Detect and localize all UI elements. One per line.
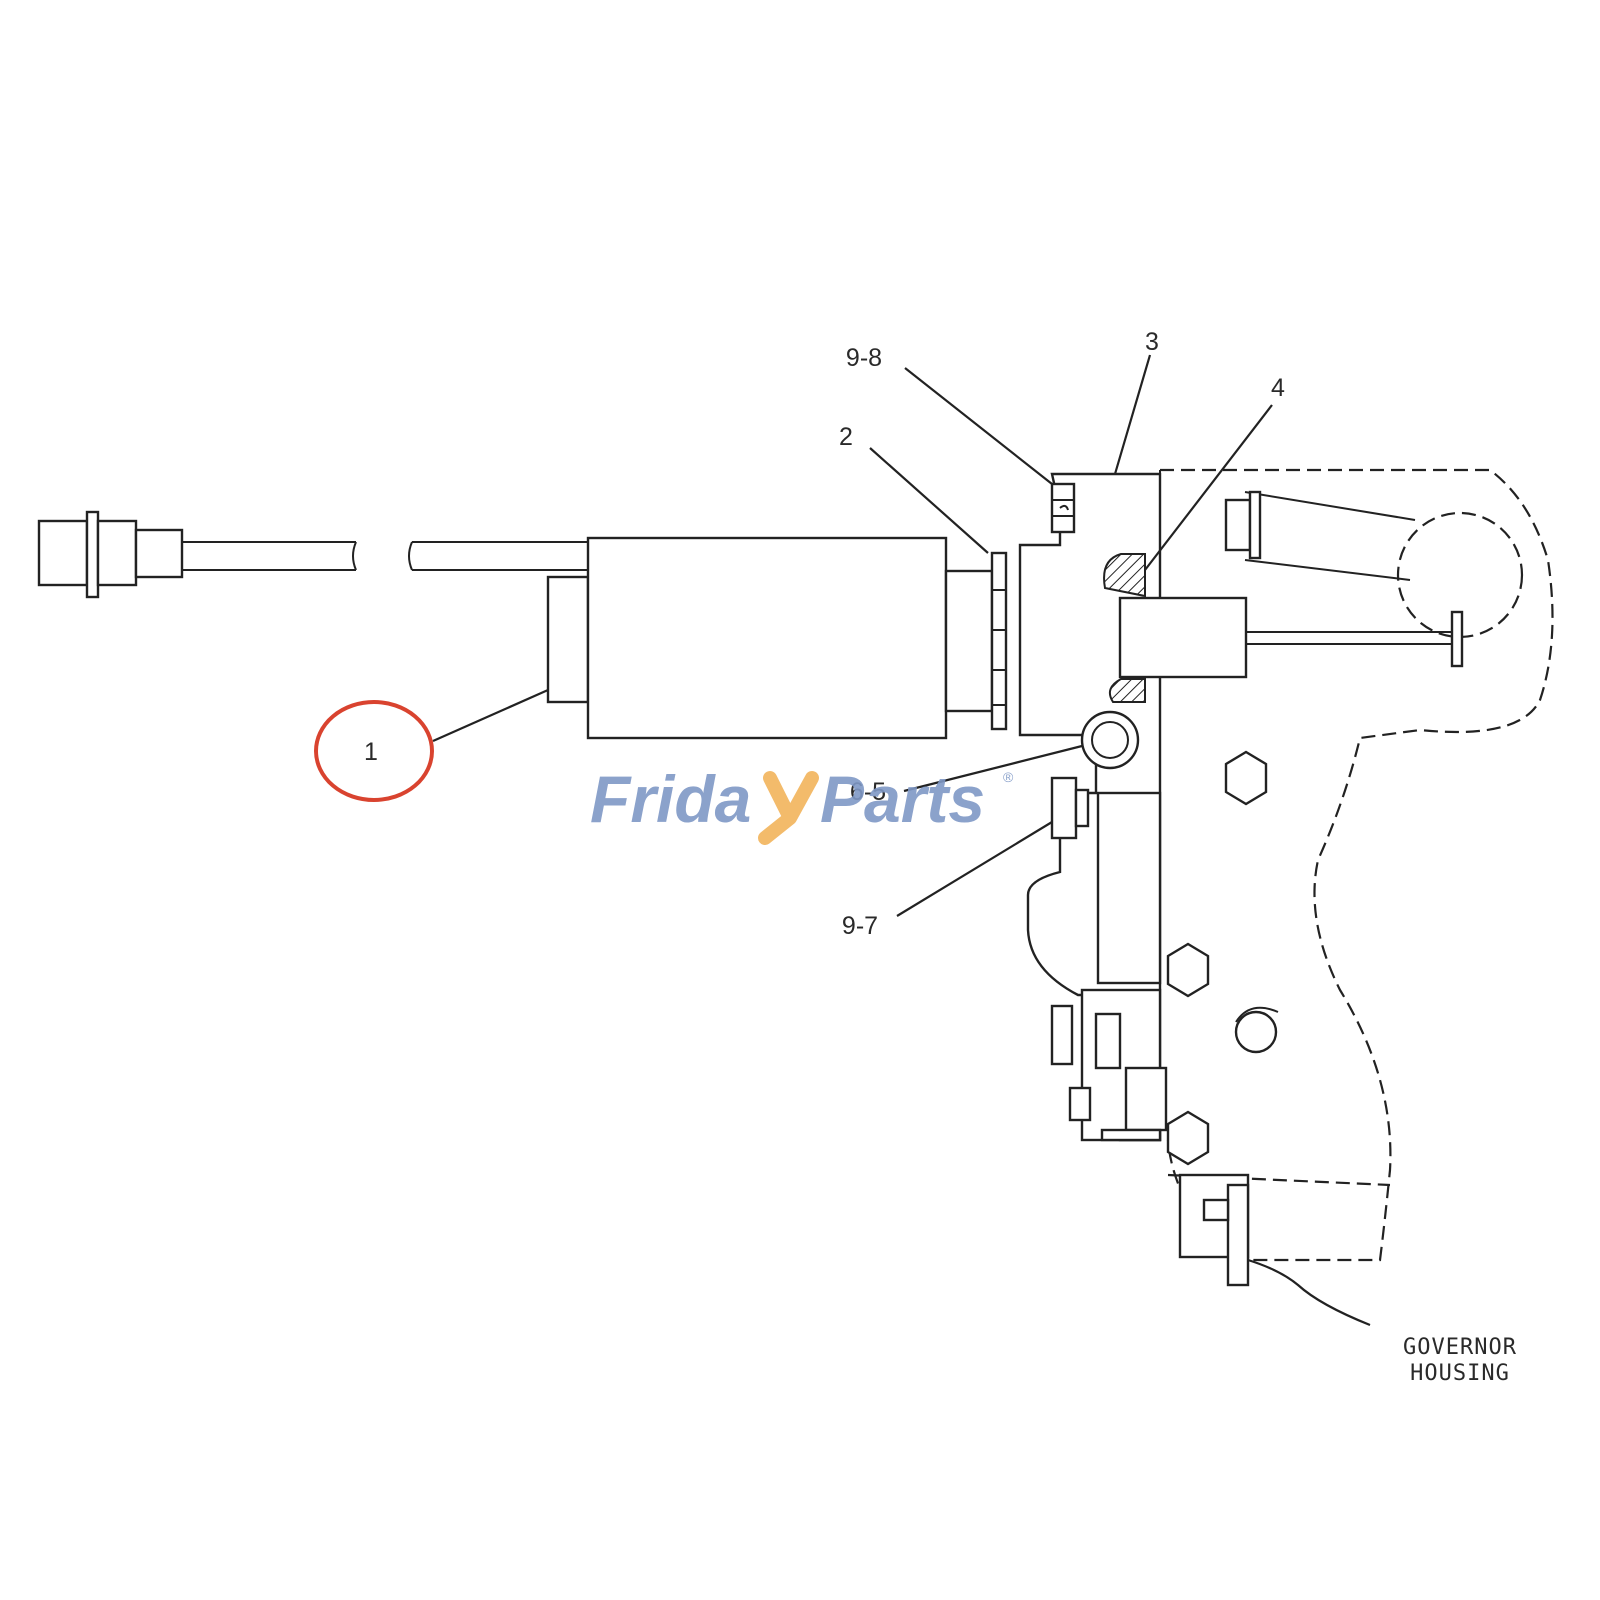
- callout-9-8: 9-8: [846, 344, 882, 372]
- callout-labels: 9-8 3 4 2 1 6-5 9-7 GOVERNOR HOUSING: [364, 328, 1517, 1386]
- seal-part-4: [1103, 553, 1146, 598]
- callout-4: 4: [1271, 374, 1285, 402]
- callout-1: 1: [364, 738, 378, 766]
- governor-label-line2: HOUSING: [1410, 1361, 1510, 1386]
- watermark-text-1: Frida: [590, 762, 751, 836]
- wire-connector: [37, 510, 588, 599]
- lower-linkage: [1050, 988, 1250, 1287]
- mounting-bracket: [1018, 472, 1464, 1142]
- housing-pin: [1234, 1010, 1278, 1054]
- callout-3: 3: [1145, 328, 1159, 356]
- callout-6-5: 6-5: [850, 778, 886, 806]
- nut-part-2: [990, 551, 1008, 731]
- bolt-9-7: [1050, 776, 1078, 840]
- bolt-6-5: [1080, 710, 1140, 770]
- watermark-logo: Frida Parts ®: [590, 762, 1014, 845]
- callout-9-7: 9-7: [842, 912, 878, 940]
- governor-housing: [1159, 468, 1554, 1262]
- watermark-y-icon: [758, 771, 819, 845]
- plunger-shaft: [1118, 596, 1248, 679]
- solenoid-body: [546, 536, 1008, 740]
- hex-bolts: [1166, 490, 1268, 1166]
- registered-mark: ®: [1003, 769, 1014, 785]
- governor-label-line1: GOVERNOR: [1403, 1335, 1517, 1360]
- callout-2: 2: [839, 423, 853, 451]
- watermark-text-2: Parts: [820, 762, 985, 836]
- highlight-circle: [314, 700, 434, 802]
- leader-lines: [432, 354, 1371, 1327]
